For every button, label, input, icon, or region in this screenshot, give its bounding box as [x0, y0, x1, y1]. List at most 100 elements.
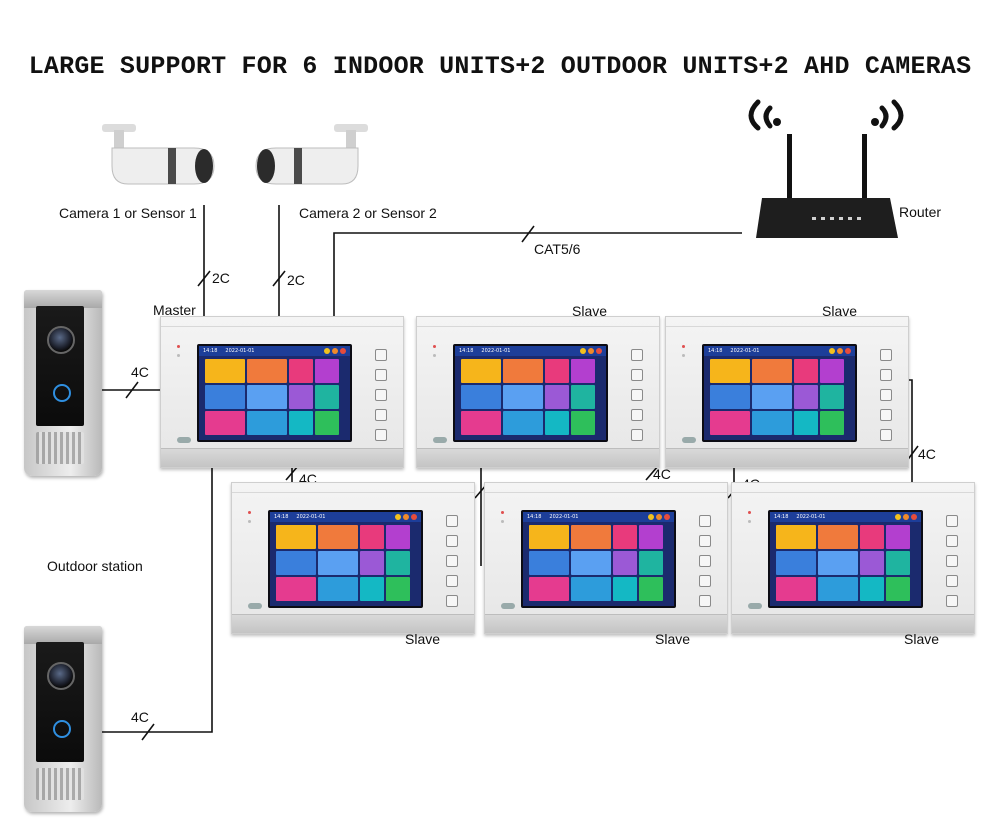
home-button-icon [375, 369, 387, 381]
menu-button-icon [699, 515, 711, 527]
menu-tile-icon [461, 359, 501, 383]
menu-tile-icon [360, 551, 384, 575]
menu-tile-icon [276, 525, 316, 549]
menu-tile-icon [571, 359, 595, 383]
menu-button-icon [446, 515, 458, 527]
menu-tile-icon [386, 525, 410, 549]
menu-tile-icon [318, 551, 358, 575]
menu-tile-icon [205, 359, 245, 383]
menu-tile-icon [752, 359, 792, 383]
menu-tile-icon [613, 551, 637, 575]
menu-tile-icon [461, 411, 501, 435]
menu-tile-icon [571, 551, 611, 575]
menu-tile-icon [860, 525, 884, 549]
talk-button-icon [631, 429, 643, 441]
brand-logo-icon [248, 603, 262, 609]
menu-tile-icon [794, 359, 818, 383]
menu-tile-icon [818, 551, 858, 575]
menu-tile-icon [613, 577, 637, 601]
home-button-icon [880, 369, 892, 381]
screen-date: 2022-01-01 [296, 514, 326, 520]
talk-button-icon [446, 595, 458, 607]
menu-tile-icon [315, 411, 339, 435]
menu-tile-icon [571, 525, 611, 549]
status-dot-icon [395, 514, 401, 520]
wire-label-2c-camera2: 2C [287, 272, 305, 288]
menu-button-icon [946, 515, 958, 527]
unlock-button-icon [880, 409, 892, 421]
brand-logo-icon [433, 437, 447, 443]
menu-tile-icon [818, 525, 858, 549]
menu-button-icon [880, 349, 892, 361]
menu-tile-icon [776, 577, 816, 601]
screen-date: 2022-01-01 [796, 514, 826, 520]
call-button-icon [53, 384, 71, 402]
home-button-icon [446, 535, 458, 547]
speaker-grille-icon [36, 768, 84, 800]
home-button-icon [946, 535, 958, 547]
screen-time: 14:18 [203, 348, 218, 354]
camera-lens-icon [47, 662, 75, 690]
menu-tile-icon [571, 411, 595, 435]
status-led-icon [433, 345, 436, 363]
menu-tile-icon [860, 551, 884, 575]
menu-tile-icon [529, 577, 569, 601]
menu-tile-icon [503, 359, 543, 383]
indoor-monitor-slave-2: 14:18 2022-01-01 [665, 316, 909, 468]
screen-date: 2022-01-01 [549, 514, 579, 520]
menu-tile-icon [503, 411, 543, 435]
master-label: Master [153, 302, 196, 318]
slave-label-2: Slave [822, 303, 858, 319]
camera-1-icon [102, 124, 215, 185]
status-dot-icon [340, 348, 346, 354]
monitor-button-icon [631, 389, 643, 401]
menu-tile-icon [752, 385, 792, 409]
monitor-button-icon [946, 555, 958, 567]
wire-label-cat: CAT5/6 [534, 241, 581, 257]
menu-tile-icon [710, 411, 750, 435]
outdoor2-wire [102, 462, 213, 733]
speaker-grille-icon [36, 432, 84, 464]
home-button-icon [699, 535, 711, 547]
menu-tile-icon [529, 525, 569, 549]
status-dot-icon [411, 514, 417, 520]
screen-time: 14:18 [708, 348, 723, 354]
menu-tile-icon [289, 385, 313, 409]
menu-tile-icon [205, 411, 245, 435]
cat-cable [333, 232, 742, 318]
wire-label-4c-right: 4C [918, 446, 936, 462]
menu-tile-icon [794, 411, 818, 435]
brand-logo-icon [501, 603, 515, 609]
menu-tile-icon [710, 359, 750, 383]
monitor-button-icon [880, 389, 892, 401]
status-dot-icon [911, 514, 917, 520]
menu-tile-icon [247, 411, 287, 435]
menu-tile-icon [545, 359, 569, 383]
menu-tile-icon [639, 577, 663, 601]
slave-label-5: Slave [904, 631, 940, 647]
menu-tile-icon [639, 551, 663, 575]
outdoor-station-label: Outdoor station [47, 558, 143, 574]
menu-tile-icon [860, 577, 884, 601]
unlock-button-icon [946, 575, 958, 587]
menu-tile-icon [276, 551, 316, 575]
menu-button-icon [631, 349, 643, 361]
menu-tile-icon [639, 525, 663, 549]
talk-button-icon [946, 595, 958, 607]
camera-2-label: Camera 2 or Sensor 2 [299, 205, 437, 221]
menu-button-icon [375, 349, 387, 361]
monitor-screen: 14:18 2022-01-01 [702, 344, 857, 442]
talk-button-icon [880, 429, 892, 441]
unlock-button-icon [631, 409, 643, 421]
screen-date: 2022-01-01 [730, 348, 760, 354]
status-dot-icon [648, 514, 654, 520]
menu-tile-icon [247, 359, 287, 383]
outdoor-station-2 [24, 626, 102, 812]
menu-tile-icon [820, 411, 844, 435]
slave-label-4: Slave [655, 631, 691, 647]
unlock-button-icon [446, 575, 458, 587]
slave-label-1: Slave [572, 303, 608, 319]
